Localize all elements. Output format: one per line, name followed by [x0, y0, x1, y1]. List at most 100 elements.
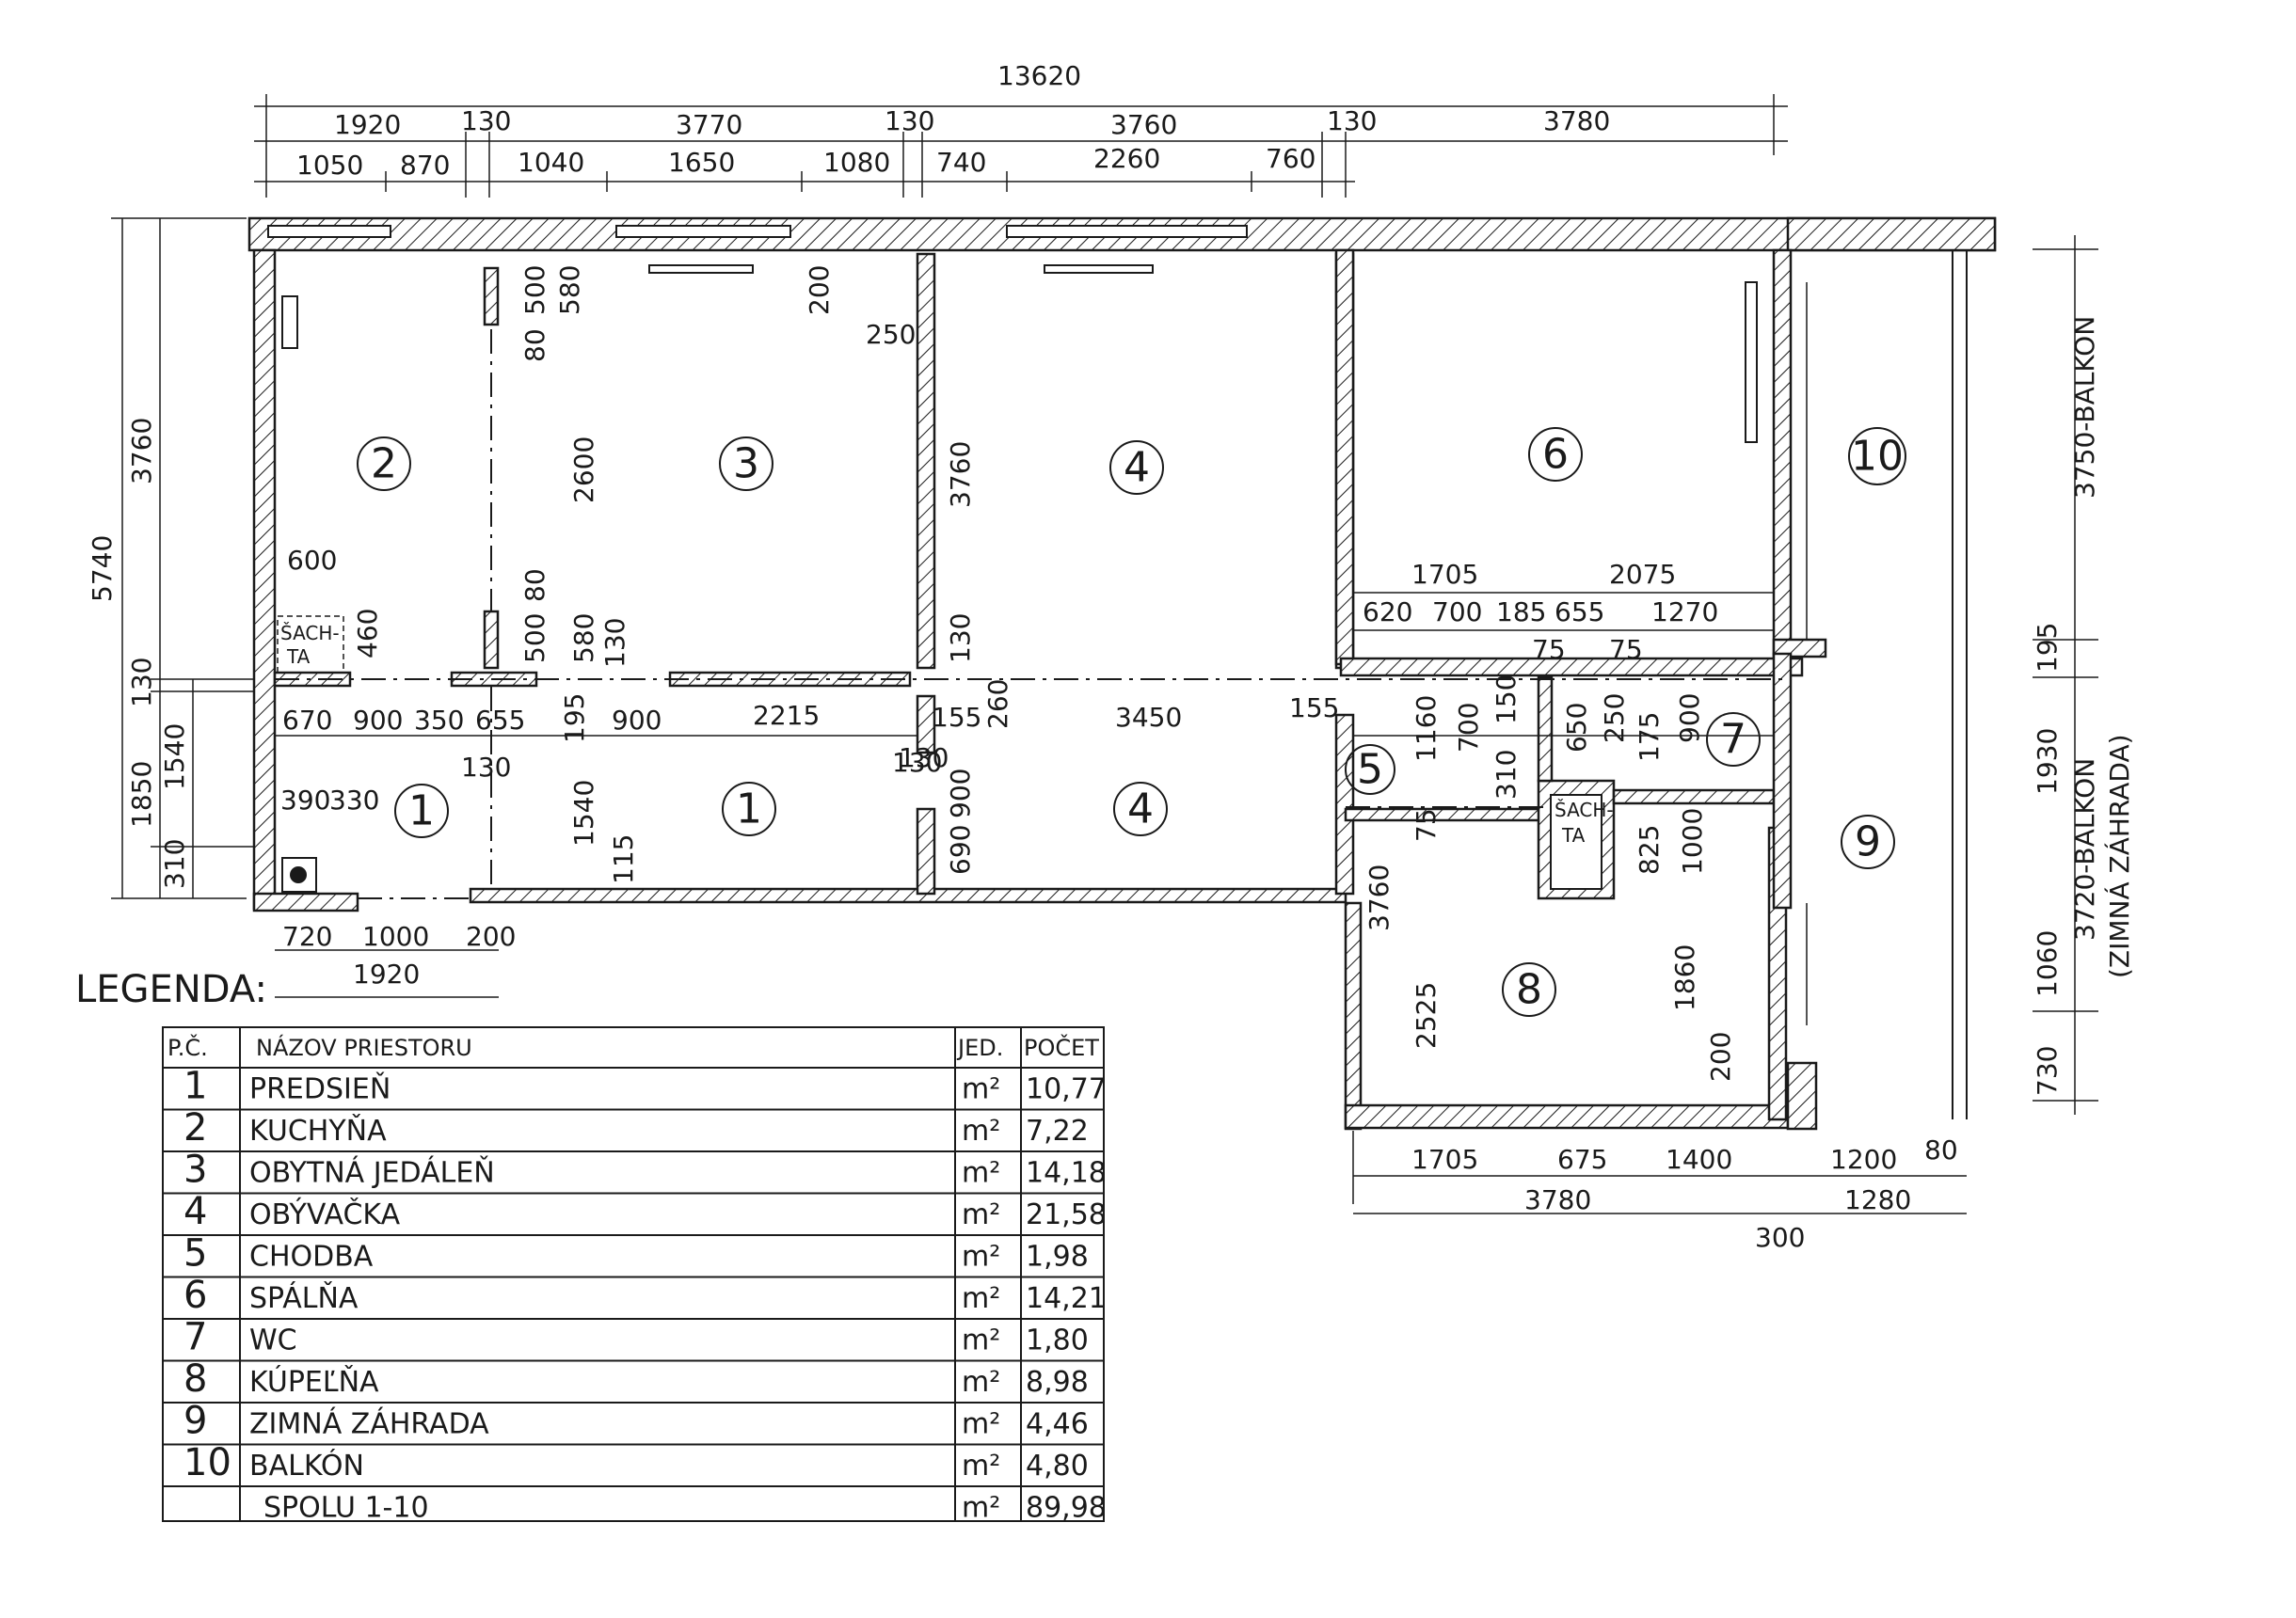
dim-top-r2-5: 740 [936, 147, 986, 178]
legend-row-unit: m² [962, 1492, 1000, 1525]
dim-kitchen-8: 580 [568, 613, 599, 663]
dim-room6-r2-5: 75 [1532, 634, 1566, 665]
dim-hall-11: 115 [608, 834, 639, 884]
top-dimensions: 13620 1920 130 3770 130 3760 130 3780 10… [254, 60, 1788, 198]
dim-br2-0: 3780 [1524, 1184, 1591, 1215]
legend-row-number: 10 [183, 1441, 231, 1484]
legend-head-unit: JED. [956, 1035, 1003, 1061]
dim-bath-1: 700 [1453, 703, 1484, 753]
dim-kitchen-1: 580 [554, 265, 585, 315]
legend-head-name: NÁZOV PRIESTORU [256, 1034, 472, 1061]
dim-room6-r2-2: 185 [1496, 596, 1546, 627]
dim-left-3: 1540 [159, 723, 190, 790]
legend-row-number: 6 [183, 1274, 207, 1317]
dim-room6-r2-0: 620 [1363, 596, 1412, 627]
dim-br1-2: 1400 [1666, 1144, 1732, 1175]
dim-hall-12: 130 [899, 742, 949, 773]
dim-top-total: 13620 [997, 60, 1081, 91]
dim-top-r1-5: 130 [1327, 105, 1377, 136]
legend-row-value: 8,98 [1026, 1366, 1089, 1399]
svg-text:3: 3 [733, 440, 759, 488]
dim-top-r2-2: 1040 [518, 147, 584, 178]
svg-text:10: 10 [1851, 433, 1904, 481]
legend-row-name: ZIMNÁ ZÁHRADA [249, 1407, 489, 1441]
dim-kitchen-5: 460 [352, 609, 383, 658]
right-dimensions: 3750-BALKON 195 1930 3720-BALKON (ZIMNÁ … [2032, 235, 2135, 1115]
legend-title: LEGENDA: [75, 968, 267, 1011]
svg-text:6: 6 [1542, 431, 1569, 479]
dim-room6-r2-4: 1270 [1651, 596, 1718, 627]
dim-bl-0: 720 [282, 921, 332, 952]
dim-br1-0: 1705 [1411, 1144, 1478, 1175]
dim-room4-4: 3450 [1115, 702, 1182, 733]
dim-hall-6: 2215 [753, 700, 820, 731]
room-marker-3: 3 [719, 436, 773, 491]
dim-hall-0: 670 [282, 705, 332, 736]
room-marker-6: 6 [1528, 427, 1583, 482]
legend-row-name: OBYTNÁ JEDÁLEŇ [249, 1156, 495, 1190]
dim-br1-4: 80 [1924, 1134, 1958, 1166]
dim-right-4: (ZIMNÁ ZÁHRADA) [2103, 734, 2135, 978]
dim-room4-0: 3760 [945, 441, 976, 508]
dim-hall-4: 195 [559, 693, 590, 743]
dim-room4-7: 900 [945, 769, 976, 818]
room-marker-5: 5 [1345, 744, 1395, 795]
dim-room4-5: 155 [1289, 692, 1339, 723]
legend-row-value: 4,80 [1026, 1450, 1089, 1483]
dim-top-r1-2: 3770 [676, 109, 742, 140]
legend-row-name: SPOLU 1-10 [263, 1492, 429, 1525]
legend-row-name: WC [249, 1325, 297, 1357]
dim-right-0: 3750-BALKON [2069, 316, 2100, 499]
dim-kitchen-3: 2600 [568, 436, 599, 503]
dim-kitchen-0: 500 [519, 265, 550, 315]
legend-row-unit: m² [962, 1157, 1000, 1190]
dim-bath-13: 1860 [1669, 944, 1700, 1011]
dim-kitchen-9: 130 [599, 618, 630, 668]
dim-left-1: 130 [126, 658, 157, 707]
legend-row-value: 10,77 [1026, 1073, 1107, 1106]
dim-top-r2-3: 1650 [668, 147, 735, 178]
dim-br2-2: 300 [1755, 1222, 1805, 1253]
dim-bath-11: 3760 [1363, 865, 1395, 931]
dim-right-1: 195 [2032, 623, 2063, 673]
dim-hall-10: 1540 [568, 780, 599, 847]
dim-bath-2: 150 [1491, 674, 1522, 724]
svg-text:1: 1 [408, 787, 435, 835]
windows [267, 225, 1968, 1119]
dim-hall-3: 655 [475, 705, 525, 736]
legend-row-unit: m² [962, 1325, 1000, 1357]
room-markers: 1 1 2 3 4 4 5 6 7 8 9 10 [357, 427, 1906, 1017]
dim-bath-8: 75 [1411, 808, 1442, 842]
svg-text:4: 4 [1127, 785, 1154, 833]
room-marker-1a: 1 [394, 784, 449, 838]
dim-top-r1-4: 3760 [1110, 109, 1177, 140]
legend-head-no: P.Č. [167, 1033, 208, 1061]
dim-room6-r1-1: 2075 [1609, 559, 1676, 590]
room-marker-4a: 4 [1109, 440, 1164, 495]
dim-room4-3: 155 [932, 702, 981, 733]
svg-text:1: 1 [736, 785, 762, 833]
dim-br2-1: 1280 [1844, 1184, 1911, 1215]
dim-bath-9: 825 [1634, 825, 1665, 875]
dim-hall-9: 330 [329, 785, 379, 816]
axis-lines [275, 329, 1788, 899]
dim-top-r1-1: 130 [461, 105, 511, 136]
dim-left-2: 1850 [126, 761, 157, 828]
dim-right-5: 1060 [2032, 930, 2063, 997]
dim-room4-8: 690 [945, 825, 976, 875]
dim-bath-7: 900 [1674, 693, 1705, 743]
legend-row-name: CHODBA [249, 1241, 374, 1274]
legend-row-name: KUCHYŇA [249, 1114, 387, 1148]
legend-row-name: OBÝVAČKA [249, 1197, 401, 1231]
dim-bath-12: 2525 [1411, 982, 1442, 1049]
dim-hall-7: 130 [461, 752, 511, 783]
dim-hall-5: 900 [612, 705, 662, 736]
dim-kitchen-4: 600 [287, 545, 337, 576]
legend-row-unit: m² [962, 1115, 1000, 1148]
dim-top-r1-3: 130 [885, 105, 934, 136]
left-dimensions: 5740 3760 130 1850 1540 310 [87, 217, 254, 899]
legend-row-unit: m² [962, 1366, 1000, 1399]
legend-row-value: 4,46 [1026, 1408, 1089, 1441]
